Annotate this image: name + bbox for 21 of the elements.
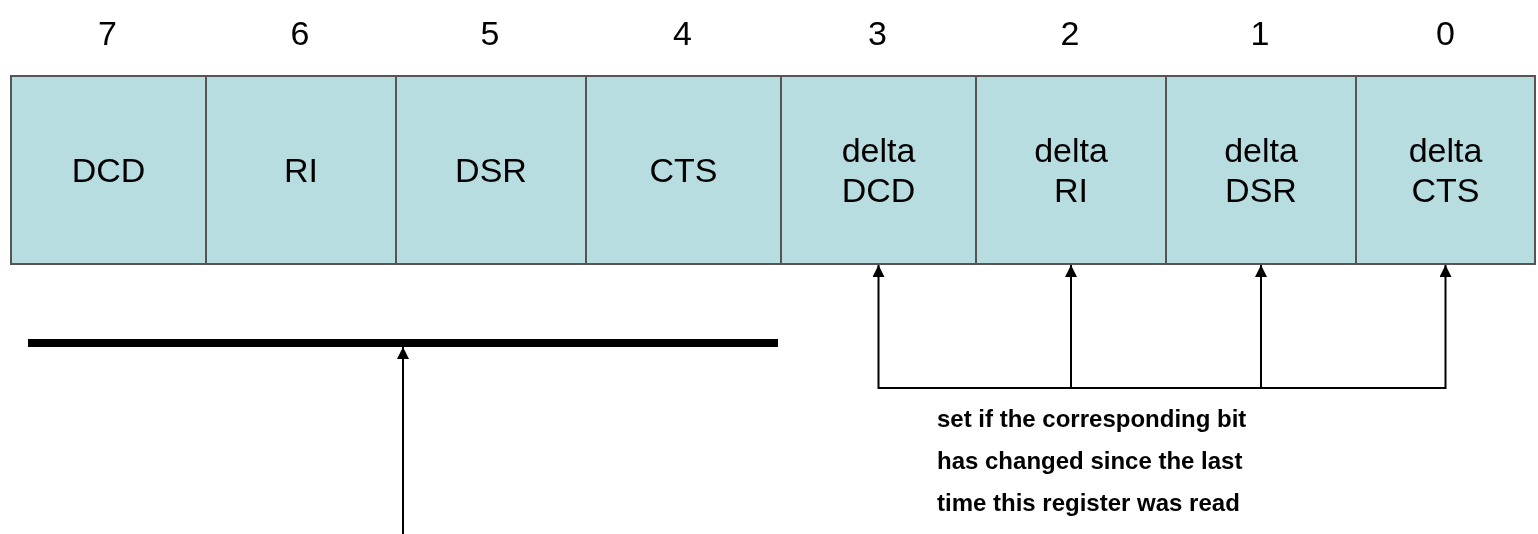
bit-number: 1: [1249, 14, 1271, 53]
bit-number: 0: [1435, 14, 1456, 53]
register-bit-field: DCD: [10, 75, 207, 265]
register-bit-field: delta DSR: [1165, 75, 1357, 265]
bit-number: 3: [867, 14, 888, 53]
bar: [28, 339, 778, 347]
bit-number: 2: [1059, 14, 1081, 53]
register-bit-field: delta CTS: [1355, 75, 1536, 265]
bit-number: 6: [289, 14, 311, 53]
bit-number: 4: [672, 14, 693, 53]
bit-number: 7: [97, 14, 118, 53]
register-bit-field: delta DCD: [780, 75, 977, 265]
register-bit-field: delta RI: [975, 75, 1167, 265]
arrow: [397, 346, 409, 534]
register-bit-field: RI: [205, 75, 397, 265]
register-bit-field: CTS: [585, 75, 782, 265]
arrow: [1169, 264, 1452, 389]
arrow: [1065, 264, 1171, 389]
bit-number: 5: [479, 14, 501, 53]
register-bit-field: DSR: [395, 75, 587, 265]
note-text: set if the corresponding bit has changed since the last time this register was read: [937, 404, 1248, 518]
